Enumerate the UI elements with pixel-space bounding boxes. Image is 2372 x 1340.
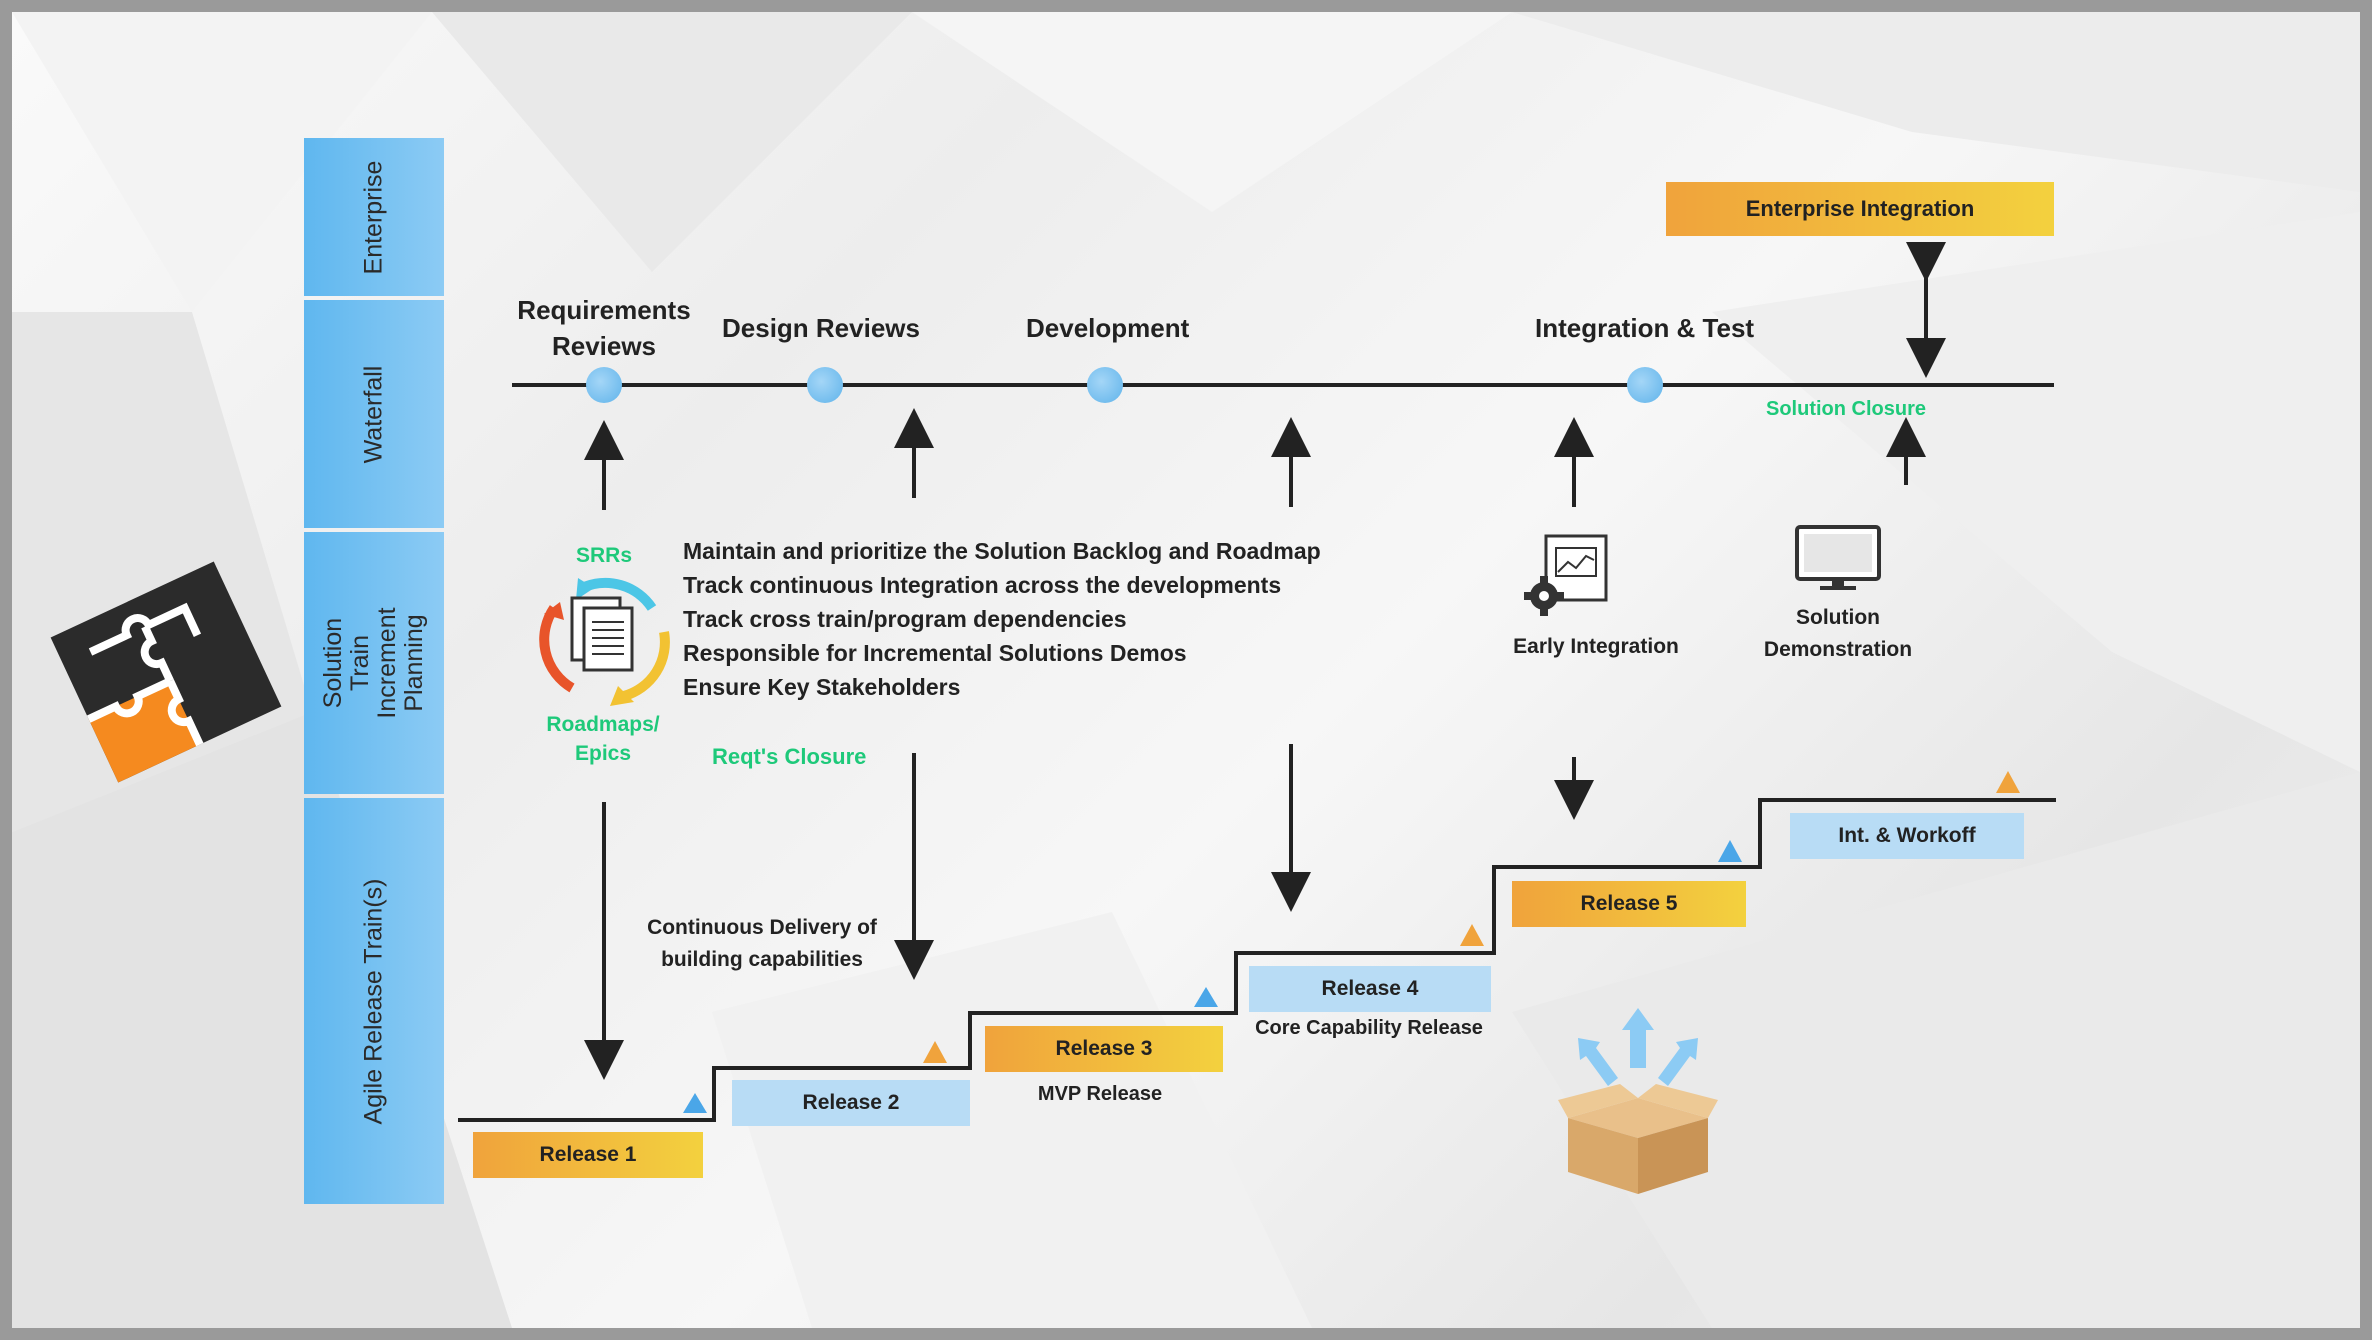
- mvp-release-label: MVP Release: [1037, 1083, 1163, 1105]
- monitor-icon: [1795, 525, 1881, 590]
- open-box-icon: [1558, 1008, 1718, 1194]
- milestone-requirements-reviews: Requirements Reviews: [517, 295, 691, 361]
- milestone-design-reviews: Design Reviews: [722, 313, 920, 343]
- int-workoff-tag: Int. & Workoff: [1790, 813, 2024, 859]
- srrs-label: SRRs: [575, 544, 633, 567]
- lane-agile-release-train: Agile Release Train(s): [304, 798, 444, 1204]
- milestone-dot-3: [1087, 367, 1123, 403]
- solution-demonstration-label: Solution Demonstration: [1763, 606, 1913, 661]
- release-2-tag: Release 2: [732, 1080, 970, 1126]
- triangle-orange-1: [923, 1041, 947, 1063]
- core-capability-release-label: Core Capability Release: [1255, 1017, 1483, 1039]
- milestone-dot-1: [586, 367, 622, 403]
- triangle-blue-3: [1718, 840, 1742, 862]
- triangle-blue-1: [683, 1093, 707, 1113]
- milestone-dot-4: [1627, 367, 1663, 403]
- release-1-tag: Release 1: [473, 1132, 703, 1178]
- responsibility-item: Track cross train/program dependencies: [683, 606, 1127, 632]
- solution-closure-label: Solution Closure: [1766, 398, 1926, 420]
- reqts-closure-label: Reqt's Closure: [712, 744, 867, 769]
- responsibility-item: Maintain and prioritize the Solution Bac…: [683, 538, 1321, 564]
- release-4-tag: Release 4: [1249, 966, 1491, 1012]
- continuous-delivery-label: Continuous Delivery of building capabili…: [647, 916, 877, 971]
- release-5-tag: Release 5: [1512, 881, 1746, 927]
- responsibility-item: Responsible for Incremental Solutions De…: [683, 640, 1187, 666]
- lane-waterfall: Waterfall: [304, 300, 444, 528]
- early-integration-label: Early Integration: [1513, 635, 1679, 658]
- document-cycle-icon: [539, 577, 670, 706]
- gear-chart-icon: [1524, 534, 1608, 616]
- milestone-integration-test: Integration & Test: [1535, 313, 1755, 343]
- triangle-orange-2: [1460, 924, 1484, 946]
- triangle-orange-3: [1996, 771, 2020, 793]
- milestone-development: Development: [1026, 313, 1190, 343]
- responsibilities-list: Maintain and prioritize the Solution Bac…: [683, 534, 1321, 704]
- release-3-tag: Release 3: [985, 1026, 1223, 1072]
- responsibility-item: Ensure Key Stakeholders: [683, 674, 961, 700]
- responsibility-item: Track continuous Integration across the …: [683, 572, 1282, 598]
- enterprise-integration-box: Enterprise Integration: [1666, 182, 2054, 236]
- release-staircase: [458, 798, 2056, 1122]
- roadmaps-epics-label: Roadmaps/ Epics: [546, 713, 660, 765]
- milestone-dot-2: [807, 367, 843, 403]
- puzzle-icon: [50, 561, 282, 783]
- lane-solution-train: Solution Train Increment Planning: [304, 532, 444, 794]
- lane-enterprise: Enterprise: [304, 138, 444, 296]
- triangle-blue-2: [1194, 987, 1218, 1007]
